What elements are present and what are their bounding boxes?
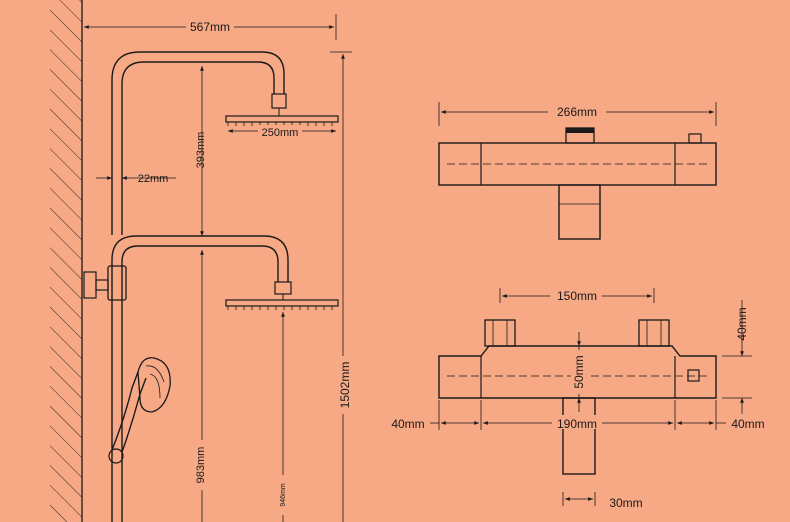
dim-total-height: 1502mm <box>330 51 352 522</box>
dim-inlet-spacing: 150mm <box>499 288 655 303</box>
dim-bottom-row: 40mm 190mm 40mm <box>391 400 765 431</box>
dim-head-size-top: 250mm <box>228 125 336 139</box>
label-small-height: 946mm <box>280 483 287 507</box>
valve-top-view <box>438 127 717 240</box>
wall-bracket <box>83 265 127 301</box>
dim-valve-height: 40mm <box>722 300 752 414</box>
dim-spout-width: 30mm <box>562 492 643 510</box>
dim-pipe-diameter: 22mm <box>96 173 176 185</box>
wall <box>50 0 83 522</box>
label-spout-width: 30mm <box>609 496 642 510</box>
label-valve-height: 40mm <box>735 307 749 340</box>
label-head-size-top: 250mm <box>262 127 299 139</box>
label-lower-height: 983mm <box>195 447 207 484</box>
hand-shower <box>108 357 171 464</box>
dim-small-height: 946mm <box>278 312 290 522</box>
upper-shower-arm <box>111 51 339 235</box>
label-valve-width: 266mm <box>557 105 597 119</box>
dim-valve-width: 266mm <box>438 102 717 126</box>
label-body-height: 50mm <box>572 355 586 388</box>
shower-head-lower <box>225 281 339 310</box>
dim-arm-length: 567mm <box>81 14 337 40</box>
label-pipe-diameter: 22mm <box>138 173 169 185</box>
label-inlet-spacing: 150mm <box>557 289 597 303</box>
dim-lower-height: 983mm <box>194 250 210 522</box>
label-center-width: 190mm <box>557 417 597 431</box>
label-right-end: 40mm <box>731 417 764 431</box>
label-arm-length: 567mm <box>190 20 230 34</box>
valve-front-view <box>438 319 717 475</box>
label-left-end: 40mm <box>391 417 424 431</box>
label-upper-drop: 393mm <box>195 132 207 169</box>
label-total-height: 1502mm <box>338 362 352 409</box>
dim-body-height: 50mm <box>571 332 587 412</box>
